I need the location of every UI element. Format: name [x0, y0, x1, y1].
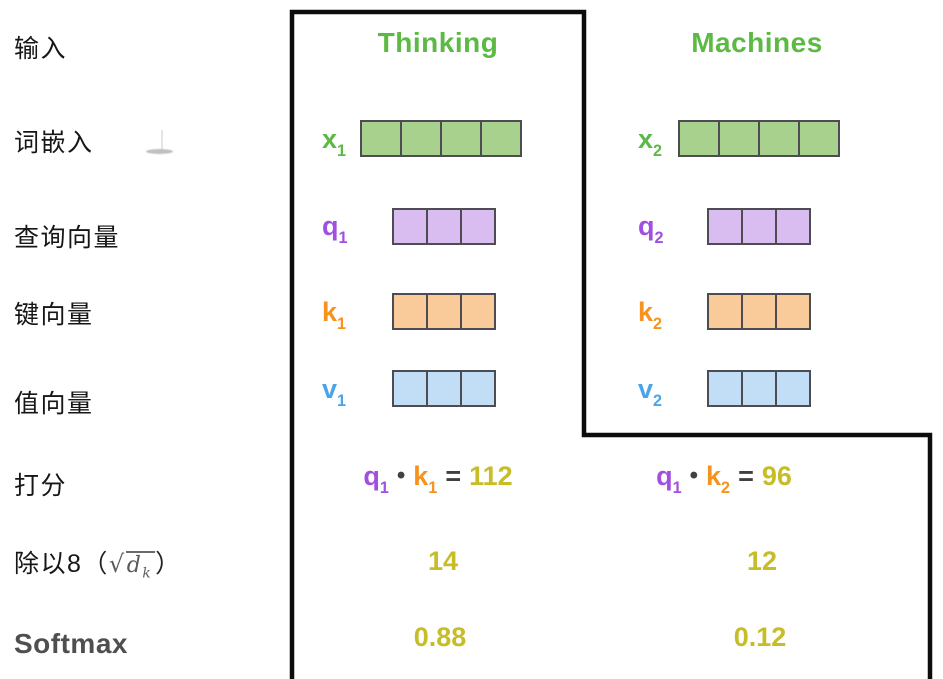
- vector-cell: [775, 208, 811, 245]
- vector-cell: [440, 120, 482, 157]
- row-label-input: 输入: [14, 35, 68, 63]
- score-q1k2: q1 • k2 = 96: [578, 461, 870, 498]
- q2-vector: [707, 208, 811, 245]
- x1-label: x1: [322, 124, 347, 161]
- vector-cell: [741, 293, 777, 330]
- q1-vector: [392, 208, 496, 245]
- k1-label: k1: [322, 297, 347, 334]
- vector-cell: [775, 370, 811, 407]
- score-k-term: k1: [413, 461, 438, 498]
- score-k-term: k2: [706, 461, 731, 498]
- vector-cell: [707, 370, 743, 407]
- k2-vector: [707, 293, 811, 330]
- equals-sign: =: [445, 461, 462, 491]
- divide-paren-open: （: [82, 550, 109, 578]
- vector-cell: [758, 120, 800, 157]
- vector-cell: [460, 208, 496, 245]
- vector-cell: [707, 293, 743, 330]
- softmax-value-left: 0.88: [413, 622, 467, 652]
- score-q-term: q1: [363, 461, 389, 498]
- vector-cell: [480, 120, 522, 157]
- vector-cell: [775, 293, 811, 330]
- vector-cell: [426, 293, 462, 330]
- vector-cell: [360, 120, 402, 157]
- v2-vector: [707, 370, 811, 407]
- vector-cell: [400, 120, 442, 157]
- column-header-thinking: Thinking: [377, 27, 499, 58]
- vector-cell: [460, 370, 496, 407]
- column-header-machines: Machines: [691, 27, 823, 58]
- vector-cell: [392, 208, 428, 245]
- dot-product-icon: •: [396, 462, 406, 489]
- score-q1k1: q1 • k1 = 112: [290, 461, 586, 498]
- vector-cell: [392, 293, 428, 330]
- score-value: 112: [469, 461, 513, 491]
- x1-vector: [360, 120, 522, 157]
- softmax-value-right: 0.12: [733, 622, 787, 652]
- row-label-value: 值向量: [14, 390, 94, 418]
- vector-cell: [707, 208, 743, 245]
- k2-label: k2: [638, 297, 663, 334]
- score-value: 96: [761, 461, 792, 491]
- v1-label: v1: [322, 374, 347, 411]
- x2-label: x2: [638, 124, 663, 161]
- divided-score-left: 14: [427, 546, 459, 576]
- vector-cell: [798, 120, 840, 157]
- vector-cell: [678, 120, 720, 157]
- vector-cell: [718, 120, 760, 157]
- vector-cell: [741, 208, 777, 245]
- v1-vector: [392, 370, 496, 407]
- vector-cell: [426, 208, 462, 245]
- vector-cell: [460, 293, 496, 330]
- equals-sign: =: [738, 461, 754, 491]
- row-label-embedding: 词嵌入: [14, 129, 94, 157]
- divide-paren-close: ）: [155, 550, 182, 578]
- edit-smudge-hairline: [161, 130, 163, 151]
- divided-score-right: 12: [746, 546, 778, 576]
- row-label-score: 打分: [14, 472, 68, 500]
- score-q-term: q1: [656, 461, 682, 498]
- v2-label: v2: [638, 374, 663, 411]
- k1-vector: [392, 293, 496, 330]
- row-label-query: 查询向量: [14, 224, 121, 252]
- q1-label: q1: [322, 211, 348, 248]
- vector-cell: [426, 370, 462, 407]
- vector-cell: [741, 370, 777, 407]
- row-label-key: 键向量: [14, 301, 94, 329]
- row-label-softmax: Softmax: [14, 628, 128, 659]
- sqrt-dk-formula: √dk: [109, 549, 156, 581]
- divide-text: 除以8: [14, 550, 83, 578]
- q2-label: q2: [638, 211, 664, 248]
- row-label-divide: 除以8（√dk）: [14, 544, 182, 581]
- x2-vector: [678, 120, 840, 157]
- edit-smudge-artifact: [146, 149, 173, 154]
- vector-cell: [392, 370, 428, 407]
- dot-product-icon: •: [689, 462, 699, 489]
